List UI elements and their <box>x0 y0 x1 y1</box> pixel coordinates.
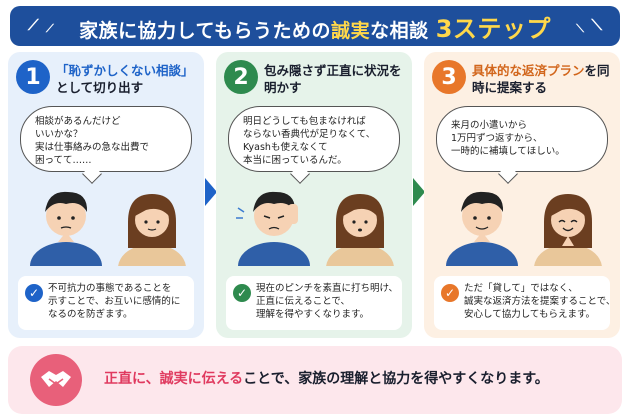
bubble-line: 相談があるんだけど <box>35 116 121 127</box>
step-note: ✓ 不可抗力の事態であることを 示すことで、お互いに感情的に なるのを防ぎます。 <box>18 276 194 330</box>
bubble-line: 困ってて…… <box>35 155 92 166</box>
note-line: ただ「貸して」ではなく、 <box>464 283 578 294</box>
bubble-line: 本当に困っているんだ。 <box>243 155 347 166</box>
step-note: ✓ ただ「貸して」ではなく、 誠実な返済方法を提案することで、 安心して協力して… <box>434 276 616 330</box>
title-text-2: な相談 <box>370 19 429 42</box>
bubble-line: Kyashも使えなくて <box>243 142 328 153</box>
bubble-line: 来月の小遣いから <box>451 120 528 131</box>
step-title-accent: 「恥ずかしくない相談」 <box>56 63 194 78</box>
step-panel-3: 3 具体的な返済プランを同時に提案する 来月の小遣いから 1万円ずつ返すから、 … <box>424 52 620 338</box>
step-title-rest: として切り出す <box>56 80 144 95</box>
title-highlight-steps: 3ステップ <box>435 14 551 43</box>
title-text: 家族に協力してもらうための <box>79 19 332 42</box>
sparkle-icon: ⟍ <box>591 16 602 34</box>
step-title-rest: 包み隠さず正直に状況を明かす <box>264 63 402 95</box>
note-line: 示すことで、お互いに感情的に <box>48 296 181 307</box>
speech-bubble: 明日どうしても包まなければ ならない香典代が足りなくて、 Kyashも使えなくて… <box>228 106 400 184</box>
sparkle-icon: ⟋ <box>28 16 39 34</box>
illustration-man-woman <box>30 191 186 266</box>
step-title-accent: 具体的な返済プラン <box>472 63 585 78</box>
step-note: ✓ 現在のピンチを素直に打ち明け、 正直に伝えることで、 理解を得やすくなります… <box>226 276 402 330</box>
arrow-right-icon <box>413 178 425 206</box>
step-title: 包み隠さず正直に状況を明かす <box>264 62 410 96</box>
note-line: 誠実な返済方法を提案することで、 <box>464 296 616 307</box>
check-icon: ✓ <box>441 284 459 302</box>
sparkle-icon: ⟍ <box>576 22 584 35</box>
title-highlight: 誠実 <box>331 19 371 42</box>
footer-rest: ことで、家族の理解と協力を得やすくなります。 <box>243 371 549 387</box>
handshake-icon <box>30 354 82 406</box>
bubble-line: 実は仕事絡みの急な出費で <box>35 142 150 153</box>
step-number: 3 <box>432 60 466 94</box>
step-number: 2 <box>224 60 258 94</box>
speech-bubble: 相談があるんだけど いいかな？ 実は仕事絡みの急な出費で 困ってて…… <box>20 106 192 184</box>
footer-summary: 正直に、誠実に伝えることで、家族の理解と協力を得やすくなります。 <box>8 346 622 414</box>
check-icon: ✓ <box>25 284 43 302</box>
illustration-man-woman <box>446 191 602 266</box>
step-title-rest: を同時に提案する <box>472 63 610 95</box>
note-line: 安心して協力してもらえます。 <box>464 309 596 320</box>
sparkle-icon: ⟋ <box>46 22 54 35</box>
bubble-line: 明日どうしても包まなければ <box>243 116 366 127</box>
header-banner: ⟋ ⟋ 家族に協力してもらうための誠実な相談 3ステップ ⟍ ⟍ <box>10 6 620 46</box>
page-title: 家族に協力してもらうための誠実な相談 3ステップ <box>79 9 551 44</box>
arrow-right-icon <box>205 178 217 206</box>
note-line: なるのを防ぎます。 <box>48 309 133 320</box>
step-number: 1 <box>16 60 50 94</box>
note-line: 正直に伝えることで、 <box>256 296 351 307</box>
footer-text: 正直に、誠実に伝えることで、家族の理解と協力を得やすくなります。 <box>104 368 549 388</box>
speech-bubble: 来月の小遣いから 1万円ずつ返すから、 一時的に補填してほしい。 <box>436 106 608 184</box>
step-panel-1: 1 「恥ずかしくない相談」として切り出す 相談があるんだけど いいかな？ 実は仕… <box>8 52 204 338</box>
bubble-line: 1万円ずつ返すから、 <box>451 133 543 144</box>
step-panel-2: 2 包み隠さず正直に状況を明かす 明日どうしても包まなければ ならない香典代が足… <box>216 52 412 338</box>
footer-accent-2: 誠実に伝える <box>159 371 244 387</box>
footer-accent: 正直に、 <box>104 371 160 387</box>
bubble-line: いいかな？ <box>35 129 83 140</box>
bubble-line: 一時的に補填してほしい。 <box>451 146 565 157</box>
check-icon: ✓ <box>233 284 251 302</box>
note-line: 現在のピンチを素直に打ち明け、 <box>256 283 399 294</box>
note-line: 不可抗力の事態であることを <box>48 283 172 294</box>
step-title: 「恥ずかしくない相談」として切り出す <box>56 62 202 96</box>
note-line: 理解を得やすくなります。 <box>256 309 370 320</box>
bubble-line: ならない香典代が足りなくて、 <box>243 129 376 140</box>
illustration-man-woman <box>236 191 394 266</box>
step-title: 具体的な返済プランを同時に提案する <box>472 62 618 96</box>
